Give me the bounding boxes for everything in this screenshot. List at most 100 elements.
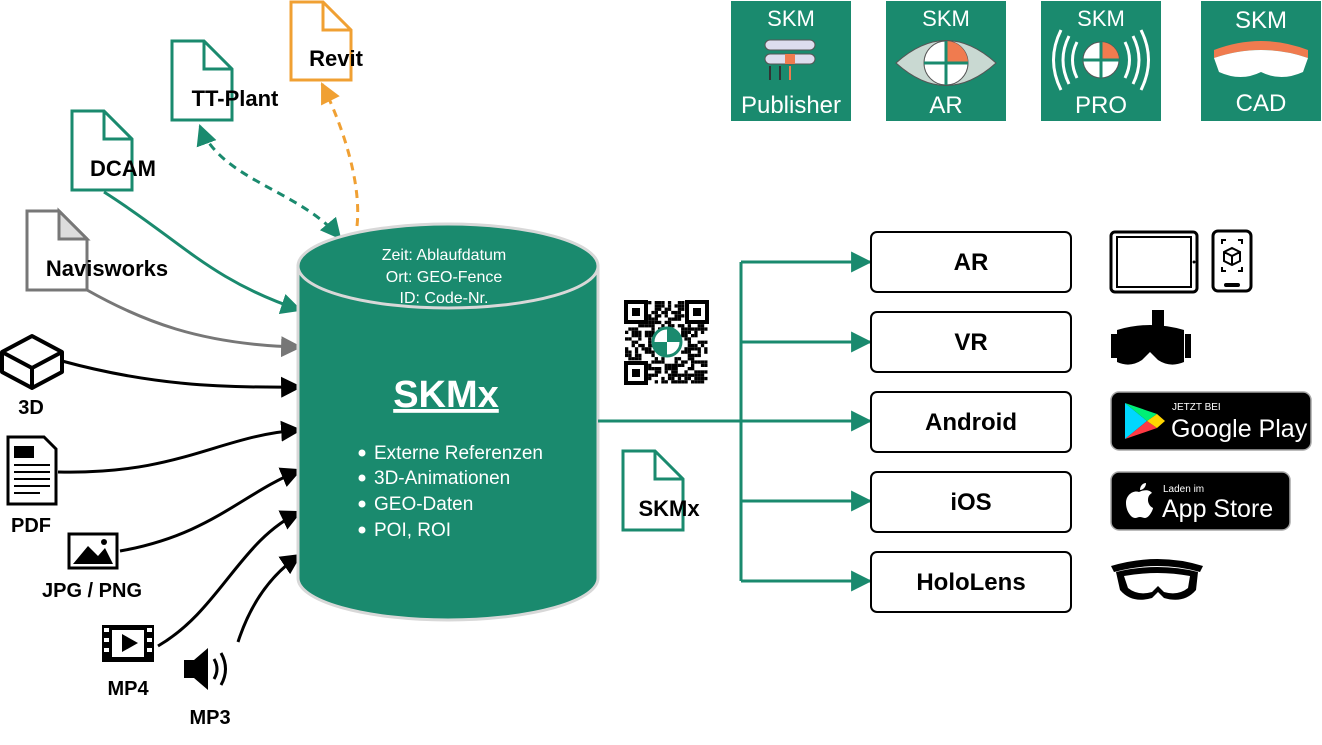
product-tile-top-label: SKM: [922, 6, 970, 31]
qr-module: [658, 307, 662, 311]
pdf-icon: [6, 435, 58, 506]
connector-image: [119, 467, 302, 553]
vr-headset-icon: [1111, 310, 1191, 365]
qr-module: [628, 327, 632, 331]
qr-module: [654, 367, 658, 371]
db-bullet: 3D-Animationen: [374, 468, 510, 489]
qr-module: [667, 376, 672, 381]
qr-module: [671, 370, 675, 374]
qr-module: [671, 310, 675, 315]
qr-module: [691, 327, 695, 331]
qr-module: [648, 347, 652, 351]
qr-module: [664, 307, 668, 311]
qr-module: [687, 373, 691, 377]
qr-module: [654, 370, 658, 374]
product-tile-bottom-label: CAD: [1236, 90, 1287, 117]
qr-module: [681, 334, 685, 338]
qr-module: [658, 367, 662, 371]
qr-module: [671, 324, 675, 328]
qr-module: [691, 357, 695, 361]
qr-module: [697, 350, 701, 354]
db-bullet-list: Externe Referenzen 3D-Animationen GEO-Da…: [358, 443, 543, 541]
qr-module: [687, 340, 691, 344]
qr-module: [691, 347, 695, 351]
file-ttplant-label: TT-Plant: [192, 86, 279, 111]
product-tile-top-label: SKM: [1235, 7, 1287, 34]
speaker-icon: [184, 648, 227, 690]
target-ar-label: AR: [954, 249, 989, 276]
qr-module: [691, 363, 695, 367]
qr-module: [694, 330, 698, 334]
qr-module: [674, 317, 678, 321]
qr-module: [700, 376, 705, 381]
qr-module: [651, 310, 655, 315]
qr-module: [661, 310, 665, 315]
qr-module: [664, 314, 668, 318]
qr-module: [628, 353, 632, 358]
qr-module: [684, 380, 688, 384]
qr-module: [694, 327, 698, 331]
qr-module: [634, 350, 639, 354]
target-vr: VR: [870, 311, 1072, 373]
product-tile-top-label: SKM: [767, 6, 815, 31]
qr-module: [667, 363, 672, 367]
qr-module: [648, 330, 652, 334]
qr-module: [700, 370, 705, 374]
product-tile-publisher: SKM Publisher: [731, 1, 851, 121]
qr-module: [694, 347, 698, 351]
qr-module: [625, 330, 629, 334]
target-ar: AR: [870, 231, 1072, 293]
qr-module: [654, 307, 658, 311]
qr-module: [625, 337, 629, 341]
qr-module: [631, 357, 635, 361]
app-store-big: App Store: [1162, 495, 1273, 523]
qr-module: [638, 324, 642, 328]
qr-module: [697, 347, 701, 351]
product-tile-top-label: SKM: [1077, 6, 1125, 31]
phone-ar-icon: [1211, 229, 1253, 293]
qr-module: [704, 340, 708, 344]
target-ios-label: iOS: [950, 489, 991, 516]
input-3d-label: 3D: [18, 397, 44, 419]
qr-module: [677, 380, 682, 384]
qr-module: [644, 324, 649, 328]
qr-module: [691, 360, 695, 364]
qr-module: [697, 380, 701, 384]
qr-module: [681, 307, 685, 311]
qr-module: [664, 380, 668, 384]
qr-module: [684, 360, 688, 364]
qr-module: [697, 353, 701, 358]
qr-module: [674, 304, 678, 308]
qr-module: [661, 357, 665, 361]
db-bullet: POI, ROI: [374, 520, 451, 541]
skmx-database: Zeit: Ablaufdatum Ort: GEO-Fence ID: Cod…: [296, 222, 600, 622]
qr-module: [697, 360, 701, 364]
qr-module: [681, 301, 685, 305]
product-tile-ar: SKM AR: [886, 1, 1006, 121]
qr-module: [648, 301, 652, 305]
qr-module: [691, 373, 695, 377]
product-tile-pro: SKM PRO: [1041, 1, 1161, 121]
connector-dcam: [103, 190, 302, 314]
target-hololens: HoloLens: [870, 551, 1072, 613]
qr-module: [681, 373, 685, 377]
qr-module: [644, 350, 649, 354]
qr-module: [658, 360, 662, 364]
db-time-line: Zeit: Ablaufdatum: [382, 247, 507, 264]
target-android: Android: [870, 391, 1072, 453]
qr-module: [697, 324, 701, 328]
qr-module: [634, 340, 639, 344]
qr-module: [651, 367, 655, 371]
google-play-small: JETZT BEI: [1172, 402, 1221, 413]
qr-module: [634, 330, 639, 334]
qr-module: [671, 367, 675, 371]
qr-module: [704, 350, 708, 354]
app-store-badge[interactable]: Laden im App Store: [1110, 471, 1291, 531]
product-tile-bottom-label: PRO: [1075, 92, 1127, 119]
qr-module: [681, 360, 685, 364]
db-id-line: ID: Code-Nr.: [400, 290, 489, 307]
google-play-badge[interactable]: JETZT BEI Google Play: [1110, 391, 1312, 451]
qr-module: [664, 370, 668, 374]
input-image: JPG / PNG: [42, 532, 142, 602]
